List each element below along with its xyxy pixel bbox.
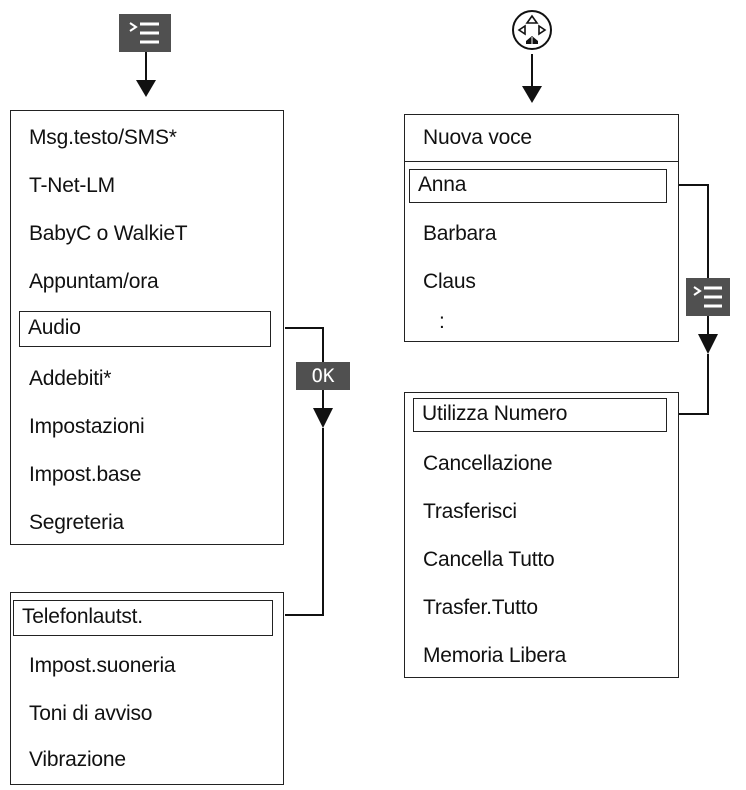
phonebook-list: Nuova voce Anna Barbara Claus : — [404, 114, 679, 342]
menu-item-babycall[interactable]: BabyC o WalkieT — [29, 222, 188, 245]
option-delete-all[interactable]: Cancella Tutto — [423, 548, 555, 571]
audio-item-handsfree-selected[interactable]: Telefonlautst. — [13, 600, 273, 636]
audio-item-vibration[interactable]: Vibrazione — [29, 748, 126, 771]
option-delete[interactable]: Cancellazione — [423, 452, 553, 475]
phonebook-entry-anna: Anna — [418, 173, 467, 196]
option-free-memory[interactable]: Memoria Libera — [423, 644, 567, 667]
phonebook-divider — [405, 161, 678, 162]
audio-item-alert-tones[interactable]: Toni di avviso — [29, 702, 153, 725]
menu-item-base-settings[interactable]: Impost.base — [29, 463, 142, 486]
phonebook-more-indicator: : — [439, 310, 445, 333]
menu-list-icon[interactable] — [119, 14, 171, 52]
connector-to-audio-submenu — [285, 428, 324, 616]
menu-item-audio-selected[interactable]: Audio — [19, 311, 271, 347]
ok-key[interactable]: OK — [296, 362, 350, 390]
main-menu: Msg.testo/SMS* T-Net-LM BabyC o WalkieT … — [10, 110, 284, 545]
menu-item-settings[interactable]: Impostazioni — [29, 415, 145, 438]
phonebook-entry-barbara[interactable]: Barbara — [423, 222, 497, 245]
connector-audio-to-ok — [285, 327, 324, 362]
arrow-down-options — [698, 334, 718, 354]
menu-item-appointments[interactable]: Appuntam/ora — [29, 270, 159, 293]
arrow-down-main — [136, 80, 156, 97]
audio-submenu: Telefonlautst. Impost.suoneria Toni di a… — [10, 592, 284, 785]
arrow-down-audio — [313, 408, 333, 428]
menu-item-audio: Audio — [28, 316, 81, 339]
menu-item-tnet[interactable]: T-Net-LM — [29, 174, 115, 197]
phonebook-entry-claus[interactable]: Claus — [423, 270, 476, 293]
option-transfer[interactable]: Trasferisci — [423, 500, 517, 523]
menu-item-charges[interactable]: Addebiti* — [29, 367, 112, 390]
audio-item-handsfree: Telefonlautst. — [22, 605, 143, 628]
option-use-number-selected[interactable]: Utilizza Numero — [413, 398, 667, 432]
menu-item-sms[interactable]: Msg.testo/SMS* — [29, 126, 177, 149]
navigation-key-icon[interactable] — [510, 8, 554, 52]
entry-options-menu: Utilizza Numero Cancellazione Trasferisc… — [404, 392, 679, 678]
option-transfer-all[interactable]: Trasfer.Tutto — [423, 596, 538, 619]
menu-list-icon[interactable] — [686, 278, 730, 316]
connector-to-options — [677, 354, 709, 415]
arrow-down-phonebook — [522, 86, 542, 103]
option-use-number: Utilizza Numero — [422, 402, 568, 425]
menu-item-answering-machine[interactable]: Segreteria — [29, 511, 124, 534]
phonebook-entry-anna-selected[interactable]: Anna — [409, 169, 667, 203]
phonebook-new-entry[interactable]: Nuova voce — [423, 126, 532, 149]
connector-anna-to-key — [677, 184, 709, 278]
audio-item-ringtone[interactable]: Impost.suoneria — [29, 654, 176, 677]
